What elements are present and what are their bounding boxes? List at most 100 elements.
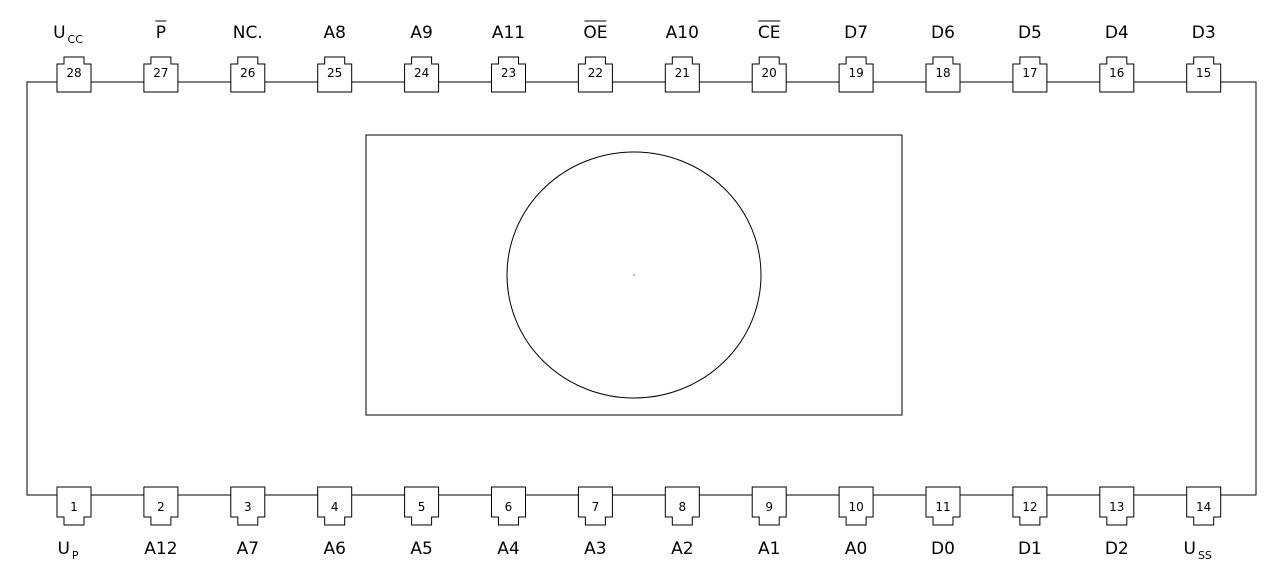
pin-box bbox=[317, 56, 353, 93]
pin-number: 15 bbox=[1196, 66, 1211, 80]
pin-number: 3 bbox=[244, 500, 252, 514]
pin-label: A5 bbox=[410, 539, 432, 559]
pin-label-text: U bbox=[57, 539, 69, 559]
pin-number: 22 bbox=[588, 66, 603, 80]
pin-label-text: A6 bbox=[323, 539, 345, 559]
pin-number: 17 bbox=[1022, 66, 1037, 80]
window-center-dot bbox=[633, 274, 635, 276]
pin-box bbox=[143, 56, 179, 93]
pin-9: 9A1 bbox=[751, 486, 787, 559]
pin-number: 7 bbox=[592, 500, 600, 514]
pin-22: 22 OE bbox=[577, 20, 613, 93]
pin-box bbox=[577, 486, 613, 526]
chip-body bbox=[26, 81, 1257, 496]
pin-label-text: A3 bbox=[584, 539, 606, 559]
pin-number: 14 bbox=[1196, 500, 1211, 514]
pin-label-text: A9 bbox=[410, 23, 432, 43]
pin-7: 7A3 bbox=[577, 486, 613, 559]
pin-box bbox=[664, 486, 700, 526]
pin-number: 6 bbox=[505, 500, 513, 514]
pin-label: D2 bbox=[1105, 539, 1129, 559]
pin-label: A12 bbox=[144, 539, 177, 559]
quartz-window bbox=[506, 151, 762, 399]
pin-number: 12 bbox=[1022, 500, 1037, 514]
pin-box bbox=[1099, 56, 1135, 93]
pin-label-text: CE bbox=[758, 23, 781, 43]
pin-label: D0 bbox=[931, 539, 955, 559]
pin-label-text: U bbox=[53, 23, 65, 43]
pin-17: 17 D5 bbox=[1012, 23, 1048, 93]
pin-label-text: OE bbox=[583, 23, 607, 43]
pin-label-text: A8 bbox=[323, 23, 345, 43]
pin-box bbox=[925, 56, 961, 93]
pin-label: A2 bbox=[671, 539, 693, 559]
pin-box bbox=[1099, 486, 1135, 526]
pin-number: 24 bbox=[414, 66, 429, 80]
pin-label-subscript: P bbox=[72, 549, 79, 562]
pin-box bbox=[404, 486, 440, 526]
pin-label: A6 bbox=[323, 539, 345, 559]
pin-label: A9 bbox=[410, 23, 432, 43]
pin-box bbox=[491, 486, 526, 526]
pin-label-text: U bbox=[1183, 539, 1195, 559]
pin-label-text: A7 bbox=[237, 539, 259, 559]
pin-label: D7 bbox=[844, 23, 868, 43]
pin-label-text: A4 bbox=[497, 539, 519, 559]
window-frame bbox=[365, 134, 903, 416]
pin-label-text: A5 bbox=[410, 539, 432, 559]
pin-label: D6 bbox=[931, 23, 955, 43]
pin-label: P bbox=[156, 23, 166, 43]
pin-15: 15 D3 bbox=[1186, 23, 1222, 93]
pin-number: 28 bbox=[66, 66, 81, 80]
pin-number: 25 bbox=[327, 66, 342, 80]
pin-label: A7 bbox=[237, 539, 259, 559]
pin-label: NC. bbox=[233, 23, 263, 43]
pin-8: 8A2 bbox=[664, 486, 700, 559]
pin-6: 6A4 bbox=[491, 486, 526, 559]
pin-3: 3A7 bbox=[230, 486, 266, 559]
pin-label-text: A0 bbox=[845, 539, 867, 559]
pin-label-text: D0 bbox=[931, 539, 955, 559]
pin-label: A1 bbox=[758, 539, 780, 559]
pin-label-text: D3 bbox=[1192, 23, 1216, 43]
pin-number: 21 bbox=[675, 66, 690, 80]
pin-box bbox=[838, 56, 874, 93]
pin-label: D1 bbox=[1018, 539, 1042, 559]
pin-number: 1 bbox=[70, 500, 78, 514]
pin-label: A3 bbox=[584, 539, 606, 559]
pin-24: 24 A9 bbox=[404, 23, 440, 93]
pin-label-subscript: SS bbox=[1198, 549, 1212, 562]
pin-box bbox=[751, 56, 787, 93]
pin-label-text: A1 bbox=[758, 539, 780, 559]
pin-number: 11 bbox=[935, 500, 950, 514]
pin-number: 8 bbox=[678, 500, 686, 514]
pin-box bbox=[56, 56, 92, 93]
pin-box bbox=[491, 56, 526, 93]
pin-25: 25 A8 bbox=[317, 23, 353, 93]
pin-box bbox=[664, 56, 700, 93]
pin-label-text: A10 bbox=[666, 23, 699, 43]
pin-box bbox=[143, 486, 179, 526]
pin-label: A11 bbox=[492, 23, 525, 43]
pin-number: 19 bbox=[848, 66, 863, 80]
pin-box bbox=[577, 56, 613, 93]
pin-box bbox=[230, 56, 266, 93]
pin-label: A0 bbox=[845, 539, 867, 559]
pin-19: 19 D7 bbox=[838, 23, 874, 93]
pin-box bbox=[838, 486, 874, 526]
pin-number: 9 bbox=[765, 500, 773, 514]
pin-label-subscript: CC bbox=[68, 33, 84, 46]
pin-box bbox=[751, 486, 787, 526]
pin-label: D5 bbox=[1018, 23, 1042, 43]
